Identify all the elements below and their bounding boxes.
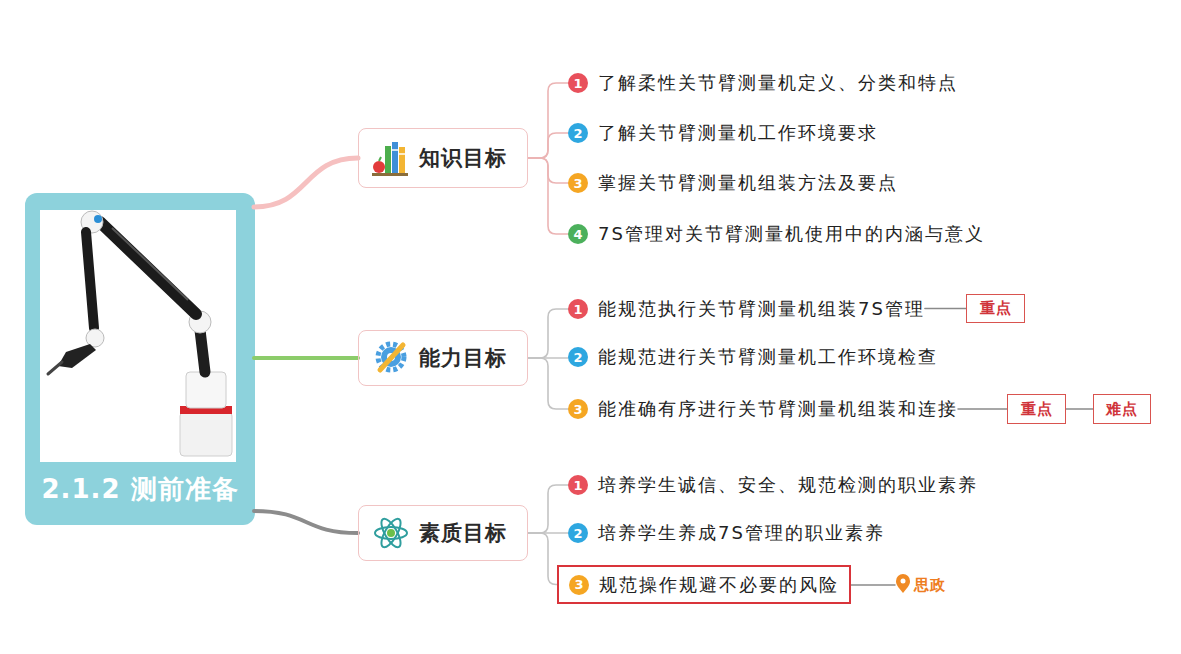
connector <box>254 158 358 207</box>
item-number: 2 <box>568 523 588 543</box>
connector <box>254 511 358 533</box>
item-text: 7S管理对关节臂测量机使用中的内涵与意义 <box>598 222 985 246</box>
goal-box: 能力目标 <box>358 330 528 386</box>
goal-title: 知识目标 <box>419 144 507 172</box>
connector <box>254 356 358 360</box>
item-number: 2 <box>568 347 588 367</box>
goal-box: 素质目标 <box>358 505 528 561</box>
ideology-tag: 思政 <box>895 572 957 598</box>
goal-item: 3 能准确有序进行关节臂测量机组装和连接 <box>568 395 958 423</box>
card-title: 2.1.2 测前准备 <box>41 473 238 505</box>
connector <box>528 83 568 158</box>
item-number: 1 <box>568 299 588 319</box>
connector <box>528 309 568 358</box>
tag-text: 思政 <box>914 576 946 595</box>
tag-text: 重点 <box>980 299 1012 318</box>
title-card: 2.1.2 测前准备 <box>25 193 255 525</box>
item-text: 能准确有序进行关节臂测量机组装和连接 <box>598 397 958 421</box>
books-icon <box>372 142 408 176</box>
goal-item: 1 能规范执行关节臂测量机组装7S管理 <box>568 295 925 323</box>
item-number: 1 <box>568 73 588 93</box>
key-point-tag: 重点 <box>966 294 1025 323</box>
item-text: 能规范进行关节臂测量机工作环境检查 <box>598 345 938 369</box>
connector <box>528 485 568 533</box>
atom-icon <box>375 516 407 550</box>
goal-title: 素质目标 <box>419 519 507 547</box>
connector <box>528 533 557 585</box>
connector <box>528 158 568 234</box>
connector <box>851 584 895 586</box>
goal-box: 知识目标 <box>358 128 528 188</box>
goal-item: 2 了解关节臂测量机工作环境要求 <box>568 119 878 147</box>
item-text: 了解柔性关节臂测量机定义、分类和特点 <box>598 71 958 95</box>
title-card <box>25 193 255 525</box>
connector <box>1066 408 1093 410</box>
connector <box>958 408 1007 410</box>
connector <box>528 358 568 409</box>
item-text: 培养学生诚信、安全、规范检测的职业素养 <box>598 473 978 497</box>
measuring-arm <box>48 211 232 456</box>
item-number: 4 <box>568 224 588 244</box>
goal-item: 1 培养学生诚信、安全、规范检测的职业素养 <box>568 471 978 499</box>
connector <box>528 133 568 158</box>
goal-item: 1 了解柔性关节臂测量机定义、分类和特点 <box>568 69 958 97</box>
item-text: 规范操作规避不必要的风险 <box>599 573 839 597</box>
item-number: 3 <box>568 399 588 419</box>
goal-item: 2 能规范进行关节臂测量机工作环境检查 <box>568 343 938 371</box>
item-text: 掌握关节臂测量机组装方法及要点 <box>598 171 898 195</box>
image-panel <box>40 210 236 462</box>
goal-item: 2 培养学生养成7S管理的职业素养 <box>568 519 885 547</box>
item-number: 1 <box>568 475 588 495</box>
item-number: 2 <box>568 123 588 143</box>
item-number: 3 <box>569 575 589 595</box>
difficulty-tag: 难点 <box>1093 394 1151 424</box>
pin-icon <box>896 574 910 593</box>
gear-wrench-icon <box>378 344 404 370</box>
tag-text: 重点 <box>1021 400 1053 419</box>
goal-title: 能力目标 <box>419 344 507 372</box>
item-number: 3 <box>568 173 588 193</box>
item-text: 了解关节臂测量机工作环境要求 <box>598 121 878 145</box>
tag-text: 难点 <box>1106 400 1138 419</box>
goal-item: 4 7S管理对关节臂测量机使用中的内涵与意义 <box>568 220 985 248</box>
goal-item: 3 掌握关节臂测量机组装方法及要点 <box>568 169 898 197</box>
item-text: 培养学生养成7S管理的职业素养 <box>598 521 885 545</box>
key-point-tag: 重点 <box>1007 394 1066 424</box>
item-text: 能规范执行关节臂测量机组装7S管理 <box>598 297 925 321</box>
connector <box>925 308 966 310</box>
highlighted-goal-item: 3 规范操作规避不必要的风险 <box>557 565 851 604</box>
